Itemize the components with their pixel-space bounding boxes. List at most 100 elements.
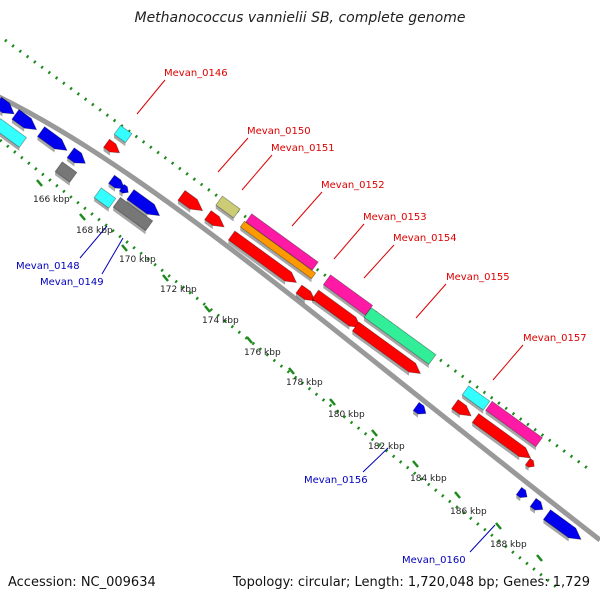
map-title: Methanococcus vannielii SB, complete gen… xyxy=(134,10,465,26)
forward-gene-feature-shade xyxy=(363,317,429,368)
reverse-gene-feature-shade xyxy=(413,410,419,418)
tick-label: 168 kbp xyxy=(76,226,113,236)
gene-label-mevan-0146[interactable]: Mevan_0146 xyxy=(164,68,228,79)
gene-label-mevan-0149[interactable]: Mevan_0149 xyxy=(40,277,104,288)
leader-line xyxy=(241,154,273,191)
reverse-gene-feature xyxy=(542,509,582,542)
genome-backbone xyxy=(0,94,600,542)
reverse-gene-feature-body xyxy=(0,118,28,148)
leader-line xyxy=(492,344,524,381)
forward-gene-feature xyxy=(471,413,532,461)
forward-gene-feature-shade xyxy=(240,226,312,283)
reverse-gene-feature xyxy=(126,189,161,218)
tick-mark xyxy=(495,522,502,530)
reverse-gene-feature-body xyxy=(93,187,117,209)
tick-label: 184 kbp xyxy=(410,474,447,484)
reverse-gene-feature-shade xyxy=(55,171,70,186)
reverse-gene-feature-body xyxy=(412,401,427,415)
tick-mark xyxy=(454,491,461,499)
topology-text: Topology: circular; Length: 1,720,048 bp… xyxy=(232,575,590,590)
reverse-gene-feature-shade xyxy=(530,506,536,514)
gene-label-mevan-0157[interactable]: Mevan_0157 xyxy=(523,333,587,344)
forward-gene-feature xyxy=(524,457,535,471)
reverse-gene-feature-shade xyxy=(126,199,148,218)
forward-gene-feature-body xyxy=(322,274,374,316)
gene-label-mevan-0156[interactable]: Mevan_0156 xyxy=(304,475,368,486)
forward-gene-feature xyxy=(485,400,543,451)
accession-text: Accession: NC_009634 xyxy=(8,575,156,590)
gene-label-mevan-0152[interactable]: Mevan_0152 xyxy=(321,180,385,191)
tick-label: 172 kbp xyxy=(160,285,197,295)
forward-gene-feature-shade xyxy=(352,330,410,376)
reverse-gene-feature-shade xyxy=(516,494,521,502)
forward-gene-feature-shade xyxy=(113,134,126,147)
reverse-gene-feature-body xyxy=(515,486,528,499)
forward-gene-feature-body xyxy=(177,189,204,212)
reverse-gene-feature xyxy=(112,196,154,235)
gene-label-mevan-0148[interactable]: Mevan_0148 xyxy=(16,261,80,272)
forward-gene-feature-shade xyxy=(525,464,529,471)
forward-gene-feature-body xyxy=(204,210,225,228)
forward-gene-feature xyxy=(204,210,225,230)
gene-label-mevan-0154[interactable]: Mevan_0154 xyxy=(393,233,457,244)
reverse-gene-feature-body xyxy=(529,497,544,511)
reverse-gene-feature xyxy=(93,187,117,212)
tick-label: 186 kbp xyxy=(450,507,487,517)
reverse-gene-feature-shade xyxy=(37,136,55,153)
reverse-gene-feature-shade xyxy=(543,519,569,542)
forward-gene-feature-body xyxy=(239,220,317,280)
gene-label-mevan-0153[interactable]: Mevan_0153 xyxy=(363,212,427,223)
reverse-gene-feature xyxy=(515,486,528,502)
forward-gene-feature-shade xyxy=(485,410,536,451)
tick-mark xyxy=(371,429,378,437)
forward-gene-feature-body xyxy=(485,400,543,448)
reverse-gene-feature-body xyxy=(126,189,161,217)
forward-gene-feature-body xyxy=(451,399,472,417)
reverse-gene-feature-body xyxy=(542,509,582,540)
reverse-gene-feature xyxy=(0,118,28,151)
gene-label-mevan-0155[interactable]: Mevan_0155 xyxy=(446,272,510,283)
reverse-gene-feature xyxy=(529,497,544,514)
forward-gene-feature xyxy=(461,385,491,414)
tick-mark xyxy=(412,460,419,468)
leader-line xyxy=(101,237,124,275)
tick-mark xyxy=(121,244,128,252)
forward-gene-feature-body xyxy=(113,124,133,144)
leader-line xyxy=(363,244,395,279)
reverse-gene-feature xyxy=(0,96,15,117)
reverse-gene-feature-shade xyxy=(113,207,146,235)
forward-gene-feature-body xyxy=(295,284,316,302)
gene-label-mevan-0160[interactable]: Mevan_0160 xyxy=(402,555,466,566)
reverse-gene-feature xyxy=(36,126,68,153)
tick-label: 188 kbp xyxy=(490,540,527,550)
gene-labels: Mevan_0146 Mevan_0150 Mevan_0151 Mevan_0… xyxy=(16,68,587,566)
reverse-gene-feature xyxy=(108,174,126,192)
tick-label: 180 kbp xyxy=(328,410,365,420)
gene-label-mevan-0150[interactable]: Mevan_0150 xyxy=(247,126,311,137)
tick-label: 176 kbp xyxy=(244,348,281,358)
gene-label-mevan-0151[interactable]: Mevan_0151 xyxy=(271,143,335,154)
forward-gene-feature-body xyxy=(461,385,491,411)
forward-gene-feature-body xyxy=(245,213,319,271)
tick-mark xyxy=(79,213,86,221)
forward-gene-feature xyxy=(311,289,362,330)
reverse-gene-feature-body xyxy=(108,174,126,190)
tick-mark xyxy=(204,305,211,313)
leader-line xyxy=(136,79,166,115)
inner-dot-ring xyxy=(0,138,561,592)
reverse-gene-feature-shade xyxy=(108,183,116,192)
tick-label: 178 kbp xyxy=(286,378,323,388)
reverse-gene-feature-body xyxy=(11,108,38,131)
reverse-gene-feature-body xyxy=(54,161,78,183)
reverse-gene-feature-body xyxy=(112,196,154,232)
forward-gene-feature-shade xyxy=(228,239,286,285)
forward-gene-feature xyxy=(113,124,133,147)
guide-dot-rings xyxy=(0,38,591,592)
forward-gene-feature xyxy=(227,230,298,285)
forward-gene-feature-shade xyxy=(295,293,305,304)
forward-gene-feature-shade xyxy=(472,422,520,461)
reverse-gene-feature-shade xyxy=(0,106,3,117)
reverse-gene-feature-body xyxy=(118,183,129,194)
reverse-gene-feature-shade xyxy=(119,190,123,197)
